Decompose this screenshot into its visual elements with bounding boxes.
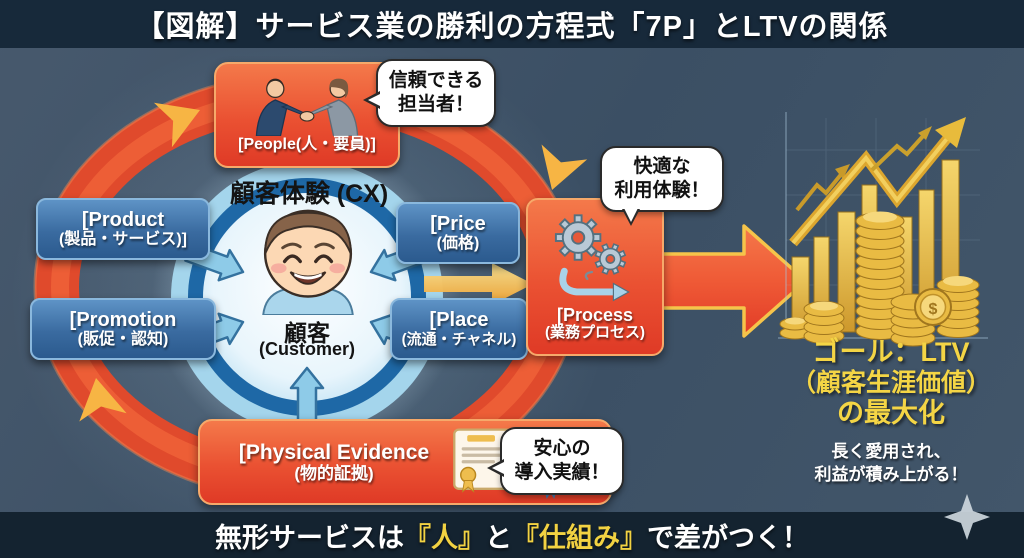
place-box: [Place (流通・チャネル) [390,298,528,360]
goal-sub-line1: 長く愛用され、 [831,442,951,461]
footer-text-2: と [485,522,512,553]
handshake-icon [255,78,359,137]
page-title: 【図解】サービス業の勝利の方程式「7P」とLTVの関係 [135,11,889,43]
goal-line2: （顧客生涯価値） [790,368,991,397]
customer-label-en: (Customer) [258,339,355,359]
cx-to-process-arrow [424,263,533,305]
ring-arrowheads [79,102,588,422]
goal-sub-line2: 利益が積み上がる！ [814,464,968,484]
physical-evidence-bubble-line1: 安心の [533,438,591,460]
footer-highlight-system: 『仕組み』 [512,522,647,553]
customer-label: 顧客 [284,320,330,346]
physical-evidence-label-jp: (物的証拠) [294,464,374,484]
people-speech-bubble: 信頼できる 担当者！ [363,59,496,127]
goal-line3: の最大化 [837,398,945,429]
coins-growth-chart-icon: $ [778,112,988,347]
process-to-ltv-arrow [658,224,808,338]
people-bubble-line1: 信頼できる [388,70,484,92]
goal-subtext: 長く愛用され、 利益が積み上がる！ [762,441,1020,487]
physical-evidence-speech-bubble: 安心の 導入実績！ [487,427,624,495]
promotion-box: [Promotion (販促・認知) [30,298,216,360]
process-speech-bubble: 快適な 利用体験！ [600,146,724,226]
footer-highlight-people: 『人』 [404,522,485,553]
promotion-label-en: [Promotion [69,308,177,331]
product-label-jp: (製品・サービス)] [59,231,187,249]
process-label-jp: (業務プロセス) [545,323,645,341]
sparkle-icon [944,494,990,540]
physical-evidence-bubble-line2: 導入実績！ [514,462,610,483]
title-bar: 【図解】サービス業の勝利の方程式「7P」とLTVの関係 [0,0,1024,48]
promotion-label-jp: (販促・認知) [77,331,169,349]
goal-text: ゴール：LTV （顧客生涯価値） の最大化 [762,337,1020,430]
process-bubble-line1: 快適な [633,156,691,178]
price-label-jp: (価格) [436,235,480,253]
price-box: [Price (価格) [396,202,520,264]
cx-label: 顧客体験 (CX) [229,180,389,208]
product-box: [Product (製品・サービス)] [36,198,210,260]
process-bubble-line2: 利用体験！ [614,180,710,201]
people-bubble-line2: 担当者！ [397,94,474,115]
price-label-en: [Price [430,212,486,235]
place-label-jp: (流通・チャネル) [401,330,517,348]
physical-evidence-label-en: [Physical Evidence [238,440,430,464]
people-label: [People(人・要員)] [238,136,376,154]
process-gears-icon [554,213,630,301]
footer-bar: 無形サービスは 『人』 と 『仕組み』 で差がつく！ [0,512,1024,558]
place-label-en: [Place [429,309,489,332]
process-box: [Process (業務プロセス) [526,198,664,356]
dollar-sign: $ [929,301,938,318]
goal-line1: ゴール：LTV [812,337,970,367]
people-box: [People(人・要員)] [214,62,400,168]
product-label-en: [Product [81,208,165,231]
dollar-coin-icon: $ [914,288,952,326]
process-label-en: [Process [556,304,634,325]
customer-face-icon [262,209,354,315]
footer-text-1: 無形サービスは [215,522,404,553]
footer-text-3: で差がつく！ [647,522,809,553]
